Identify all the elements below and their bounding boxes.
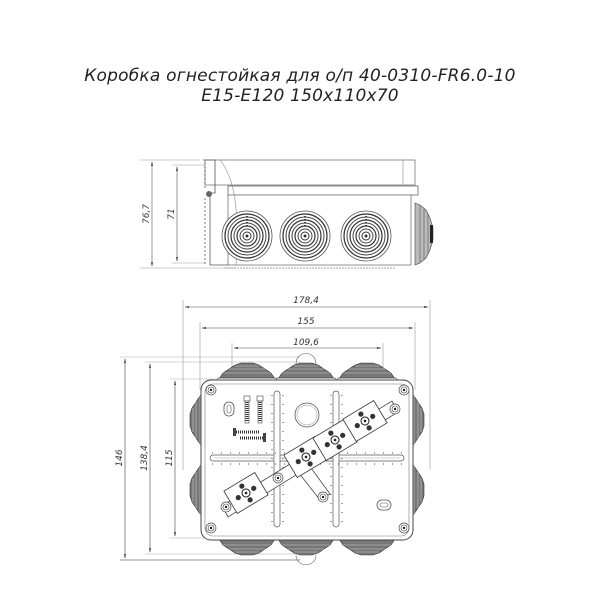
plan-view: 178,4 155 109,6 146 138,4 115 (115, 296, 431, 566)
dim-overall-width: 178,4 (293, 296, 319, 306)
cable-gland-front-3 (340, 210, 392, 262)
corner-screw-bl (205, 522, 217, 534)
dim-inner-depth: 115 (165, 449, 175, 466)
dim-overall-height: 76,7 (142, 204, 152, 224)
dim-gland-spacing: 109,6 (293, 338, 319, 348)
corner-screw-br (398, 522, 410, 534)
cable-gland-front-1 (221, 210, 273, 262)
corner-screw-tl (205, 384, 217, 396)
dim-body-width: 155 (297, 317, 314, 327)
dim-body-height: 71 (167, 208, 177, 219)
drawing-title-line1: Коробка огнестойкая для о/п 40-0310-FR6.… (84, 66, 516, 86)
cable-gland-front-2 (279, 210, 331, 262)
drawing-title-line2: E15-E120 150х110х70 (201, 86, 399, 106)
dim-overall-depth: 146 (115, 449, 125, 466)
screws-accessory (233, 395, 266, 442)
corner-screw-tr (398, 384, 410, 396)
side-view: 76,7 71 (140, 159, 434, 269)
dim-body-depth: 138,4 (140, 445, 150, 471)
terminal-bar (220, 400, 401, 518)
